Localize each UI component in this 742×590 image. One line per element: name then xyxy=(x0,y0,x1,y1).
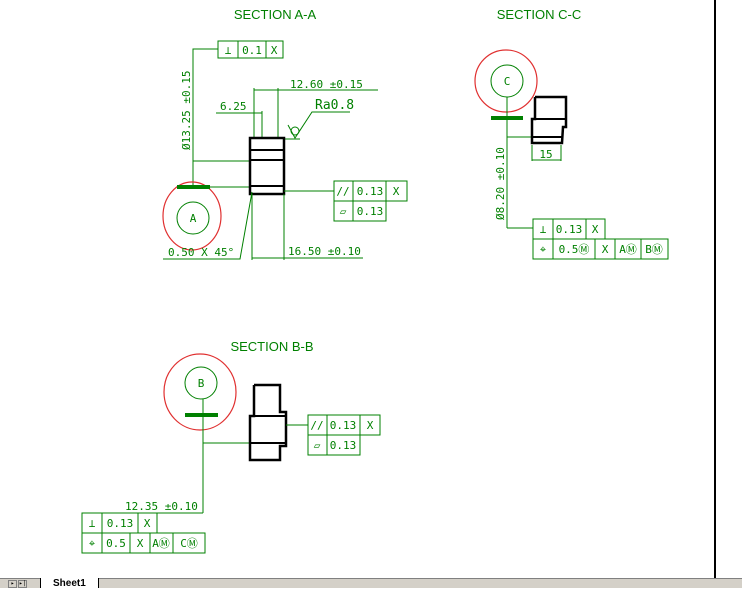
chamfer-label: 0.50 X 45° xyxy=(168,246,234,259)
datum-b-label: B xyxy=(198,377,205,390)
section-c-c: SECTION C-C C 15 Ø8.20 ±0.10 ⊥ 0.13 X ⌖ … xyxy=(474,7,669,260)
datum-a-label: A xyxy=(190,212,197,225)
section-c-part xyxy=(530,95,568,145)
datum-ref: X xyxy=(592,223,599,236)
position-symbol: ⌖ xyxy=(89,537,95,550)
datum-c-highlight xyxy=(474,49,538,113)
tolerance-value: 0.13 xyxy=(330,439,357,452)
perpendicularity-symbol: ⊥ xyxy=(89,517,96,530)
datum-ref: X xyxy=(602,243,609,256)
datum-ref: X xyxy=(144,517,151,530)
position-symbol: ⌖ xyxy=(540,243,546,256)
tolerance-value: 0.5 xyxy=(106,537,126,550)
datum-ref: X xyxy=(393,185,400,198)
tolerance-value: 0.13 xyxy=(107,517,134,530)
flatness-symbol: ▱ xyxy=(314,439,321,452)
datum-ref: AⓂ xyxy=(619,243,637,256)
tolerance-value: 0.1 xyxy=(242,44,262,57)
dim-diameter-b: 12.35 ±0.10 xyxy=(125,500,198,513)
section-b-part xyxy=(248,383,288,462)
section-b-frame: ⊥ 0.13 X ⌖ 0.5 X AⓂ CⓂ xyxy=(81,512,206,554)
datum-ref: AⓂ xyxy=(152,537,170,550)
dim-bottom-a: 16.50 ±0.10 xyxy=(288,245,361,258)
section-a-a: SECTION A-A ⊥ 0.1 X Ø13.25 ±0.15 12.60 ±… xyxy=(162,7,408,260)
datum-a-highlight xyxy=(162,181,222,251)
parallelism-symbol: // xyxy=(310,419,323,432)
dim-width-c: 15 xyxy=(539,148,552,161)
datum-ref: BⓂ xyxy=(645,243,663,256)
datum-ref: X xyxy=(271,44,278,57)
section-b-parallel-frame: // 0.13 X ▱ 0.13 xyxy=(307,414,381,456)
section-b-b: SECTION B-B B // 0.13 X ▱ 0.13 12.35 ±0.… xyxy=(81,339,381,554)
datum-ref: X xyxy=(367,419,374,432)
datum-c-label: C xyxy=(504,75,511,88)
flatness-symbol: ▱ xyxy=(340,205,347,218)
tolerance-value: 0.13 xyxy=(357,185,384,198)
dim-inner-a: 6.25 xyxy=(220,100,247,113)
dim-diameter-c: Ø8.20 ±0.10 xyxy=(494,147,507,220)
perpendicularity-symbol: ⊥ xyxy=(540,223,547,236)
section-a-perp-frame: ⊥ 0.1 X xyxy=(217,40,284,59)
section-a-parallel-frame: // 0.13 X ▱ 0.13 xyxy=(333,180,408,222)
parallelism-symbol: // xyxy=(336,185,349,198)
roughness-label: Ra0.8 xyxy=(315,98,354,113)
datum-b-highlight xyxy=(163,353,237,431)
tolerance-value: 0.13 xyxy=(357,205,384,218)
perpendicularity-symbol: ⊥ xyxy=(225,44,232,57)
dim-diameter-a: Ø13.25 ±0.15 xyxy=(180,71,193,150)
section-a-part xyxy=(248,136,286,196)
datum-ref: X xyxy=(137,537,144,550)
section-a-title: SECTION A-A xyxy=(234,7,317,22)
sheet-tab-sheet1[interactable]: Sheet1 xyxy=(40,578,99,589)
section-c-title: SECTION C-C xyxy=(497,7,582,22)
roughness-symbol-icon xyxy=(283,111,350,140)
tolerance-value: 0.13 xyxy=(556,223,583,236)
section-b-title: SECTION B-B xyxy=(230,339,313,354)
datum-ref: CⓂ xyxy=(180,537,198,550)
tolerance-value: 0.13 xyxy=(330,419,357,432)
dim-top-a: 12.60 ±0.15 xyxy=(290,78,363,91)
sheet-tab-bar: ▸ ▸| Sheet1 xyxy=(0,578,742,589)
section-c-frame: ⊥ 0.13 X ⌖ 0.5Ⓜ X AⓂ BⓂ xyxy=(532,218,669,260)
tolerance-value: 0.5Ⓜ xyxy=(559,243,590,256)
